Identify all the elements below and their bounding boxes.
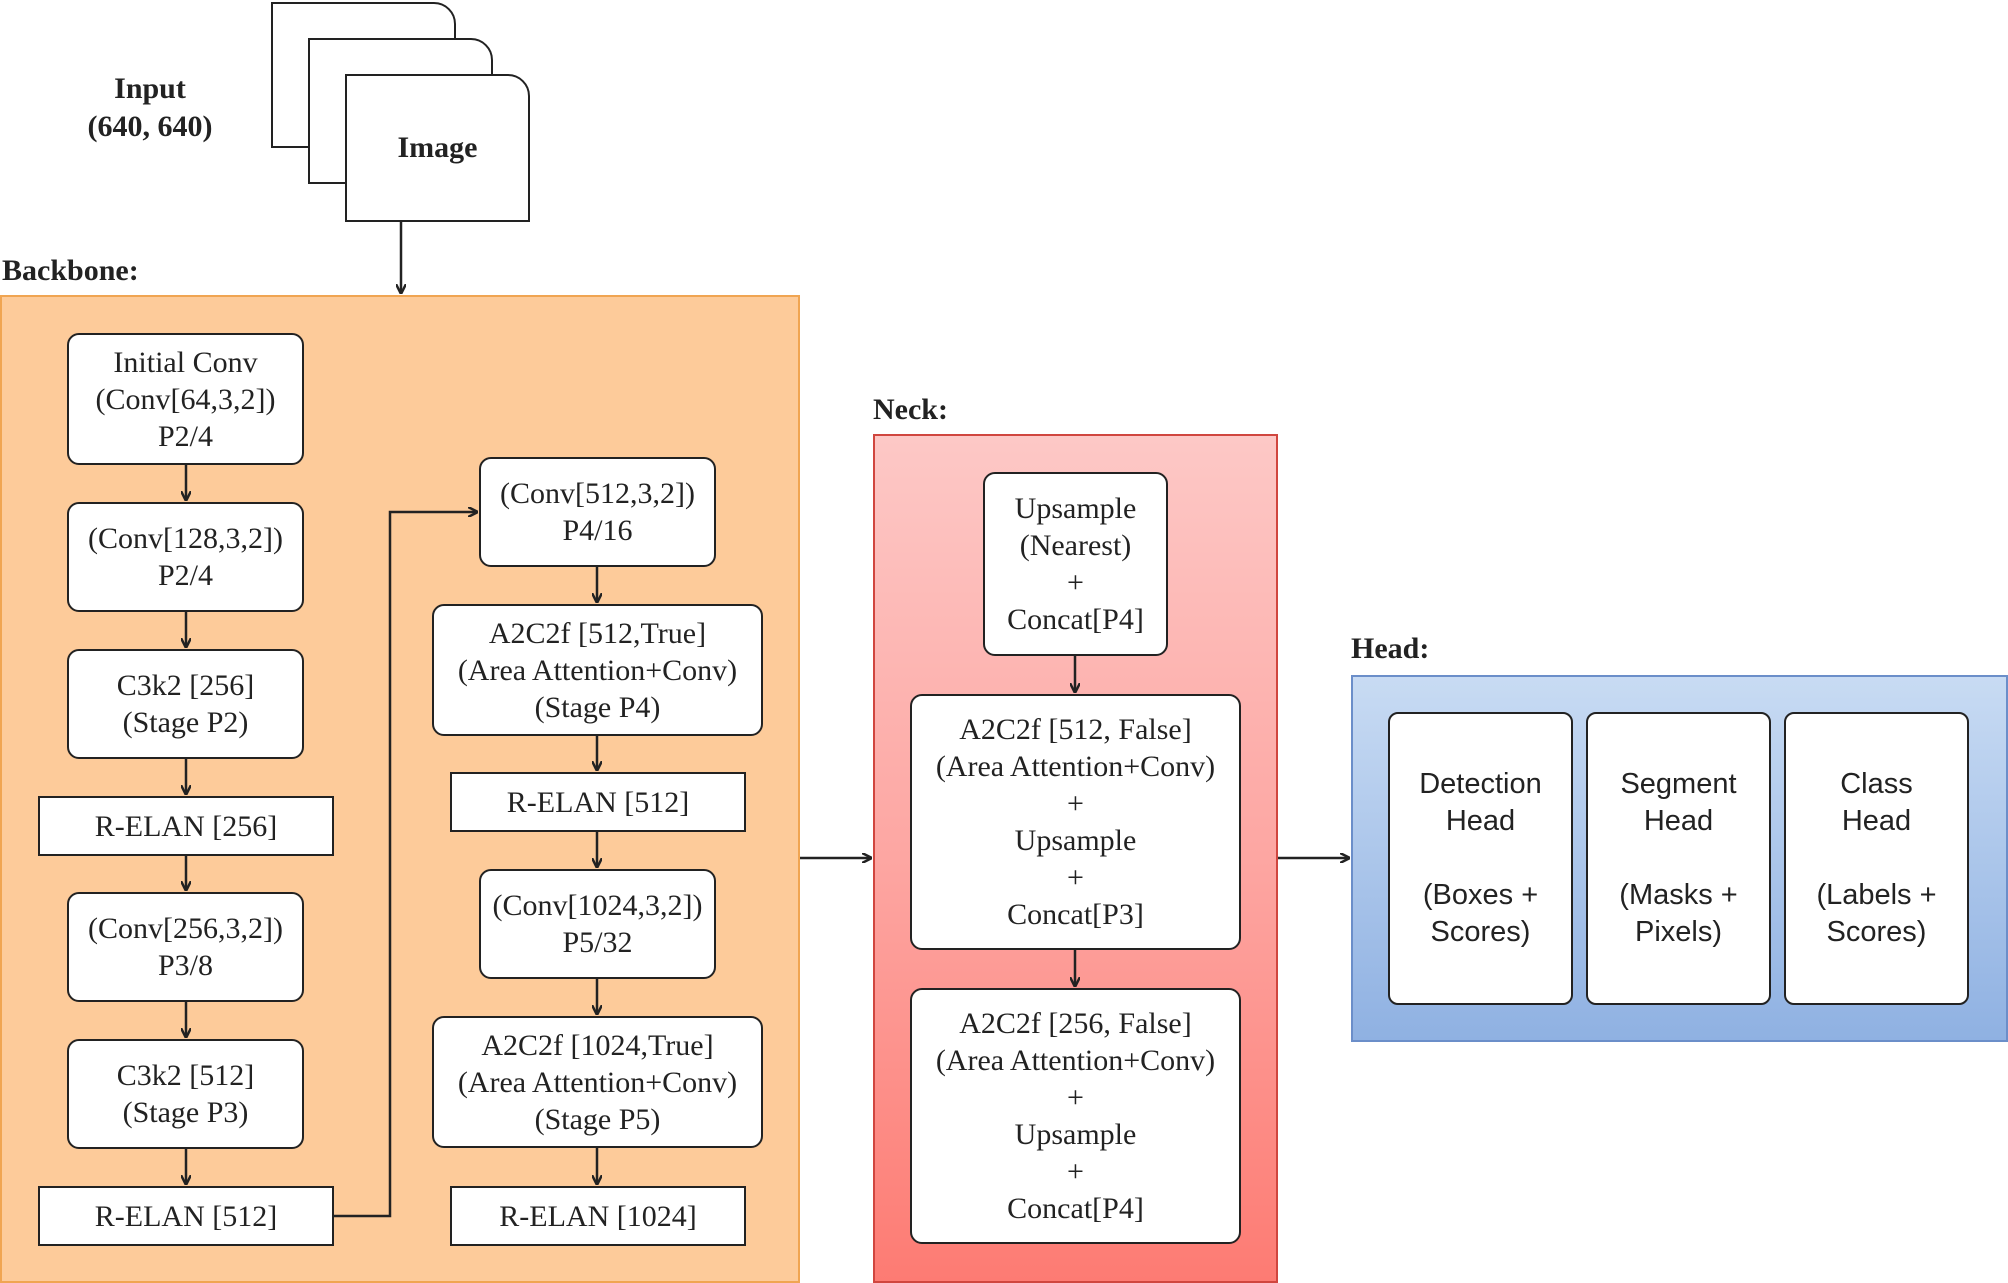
backbone-relan-512-b: R-ELAN [512]: [450, 772, 746, 832]
backbone-initial-conv: Initial Conv (Conv[64,3,2]) P2/4: [67, 333, 304, 465]
node-line: (Conv[256,3,2]): [88, 912, 283, 945]
node-line: +: [1067, 1081, 1084, 1114]
neck-label: Neck:: [873, 393, 948, 426]
head-output-line: (Labels +: [1816, 879, 1937, 911]
node-line: (Stage P2): [122, 706, 249, 739]
input-size: (640, 640): [87, 110, 213, 143]
node-line: (Stage P4): [534, 690, 661, 724]
node-line: +: [1067, 1155, 1084, 1188]
head-output-line: Scores): [1430, 916, 1531, 948]
node-line: (Area Attention+Conv): [457, 653, 738, 687]
node-line: P4/16: [562, 514, 633, 547]
head-title-line: Head: [1643, 805, 1714, 837]
image-label: Image: [397, 131, 478, 164]
node-line: R-ELAN [1024]: [499, 1199, 697, 1233]
head-output-line: (Boxes +: [1422, 879, 1539, 911]
node-line: C3k2 [256]: [116, 669, 255, 702]
node-line: P3/8: [157, 949, 214, 982]
arrow-cross-column: [334, 512, 477, 1218]
backbone-relan-1024: R-ELAN [1024]: [450, 1186, 746, 1246]
head-output-line: Pixels): [1634, 916, 1722, 948]
input-label: Input (640, 640): [60, 70, 240, 146]
node-line: (Conv[64,3,2]): [95, 382, 276, 416]
head-label: Head:: [1351, 632, 1430, 665]
node-line: Concat[P4]: [1007, 1192, 1144, 1225]
node-line: P2/4: [157, 559, 214, 592]
node-line: Upsample: [1014, 824, 1137, 857]
node-line: A2C2f [256, False]: [959, 1007, 1192, 1040]
node-line: (Area Attention+Conv): [935, 1044, 1216, 1077]
node-line: A2C2f [512, False]: [959, 713, 1192, 746]
node-line: +: [1067, 861, 1084, 894]
node-line: Concat[P4]: [1007, 603, 1144, 636]
node-line: R-ELAN [512]: [506, 785, 690, 819]
node-line: (Stage P5): [534, 1102, 661, 1136]
neck-upsample-concat-p4: Upsample (Nearest) + Concat[P4]: [983, 472, 1168, 656]
backbone-conv-1024: (Conv[1024,3,2]) P5/32: [479, 869, 716, 979]
head-output-line: Scores): [1826, 916, 1927, 948]
node-line: (Conv[128,3,2]): [88, 522, 283, 555]
node-line: (Conv[1024,3,2]): [492, 889, 703, 922]
node-line: Upsample: [1014, 1118, 1137, 1151]
image-card-front: Image: [345, 74, 530, 222]
node-line: (Nearest): [1019, 529, 1132, 562]
node-line: Initial Conv: [113, 345, 258, 379]
backbone-c3k2-512: C3k2 [512] (Stage P3): [67, 1039, 304, 1149]
head-title-line: Head: [1841, 805, 1912, 837]
neck-a2c2f-256: A2C2f [256, False] (Area Attention+Conv)…: [910, 988, 1241, 1244]
node-line: A2C2f [1024,True]: [481, 1028, 714, 1062]
node-line: (Stage P3): [122, 1096, 249, 1129]
class-head: Class Head (Labels + Scores): [1784, 712, 1969, 1005]
backbone-relan-256: R-ELAN [256]: [38, 796, 334, 856]
node-line: C3k2 [512]: [116, 1059, 255, 1092]
backbone-c3k2-256: C3k2 [256] (Stage P2): [67, 649, 304, 759]
node-line: Upsample: [1014, 492, 1137, 525]
node-line: (Conv[512,3,2]): [500, 477, 695, 510]
node-line: A2C2f [512,True]: [488, 616, 707, 650]
node-line: P2/4: [157, 419, 214, 453]
backbone-conv-128: (Conv[128,3,2]) P2/4: [67, 502, 304, 612]
node-line: +: [1067, 787, 1084, 820]
segment-head: Segment Head (Masks + Pixels): [1586, 712, 1771, 1005]
head-output-line: (Masks +: [1619, 879, 1738, 911]
head-title-line: Detection: [1419, 768, 1542, 800]
node-line: (Area Attention+Conv): [457, 1065, 738, 1099]
node-line: Concat[P3]: [1007, 898, 1144, 931]
backbone-relan-512-a: R-ELAN [512]: [38, 1186, 334, 1246]
backbone-conv-512: (Conv[512,3,2]) P4/16: [479, 457, 716, 567]
head-title-line: Class: [1840, 768, 1913, 800]
input-title: Input: [114, 72, 186, 105]
backbone-conv-256: (Conv[256,3,2]) P3/8: [67, 892, 304, 1002]
backbone-a2c2f-1024: A2C2f [1024,True] (Area Attention+Conv) …: [432, 1016, 763, 1148]
neck-a2c2f-512: A2C2f [512, False] (Area Attention+Conv)…: [910, 694, 1241, 950]
head-title-line: Segment: [1620, 768, 1737, 800]
node-line: P5/32: [562, 926, 633, 959]
detection-head: Detection Head (Boxes + Scores): [1388, 712, 1573, 1005]
node-line: (Area Attention+Conv): [935, 750, 1216, 783]
backbone-label: Backbone:: [2, 254, 139, 287]
node-line: R-ELAN [256]: [94, 809, 278, 843]
node-line: R-ELAN [512]: [94, 1199, 278, 1233]
backbone-a2c2f-512: A2C2f [512,True] (Area Attention+Conv) (…: [432, 604, 763, 736]
head-title-line: Head: [1445, 805, 1516, 837]
node-line: +: [1067, 566, 1084, 599]
